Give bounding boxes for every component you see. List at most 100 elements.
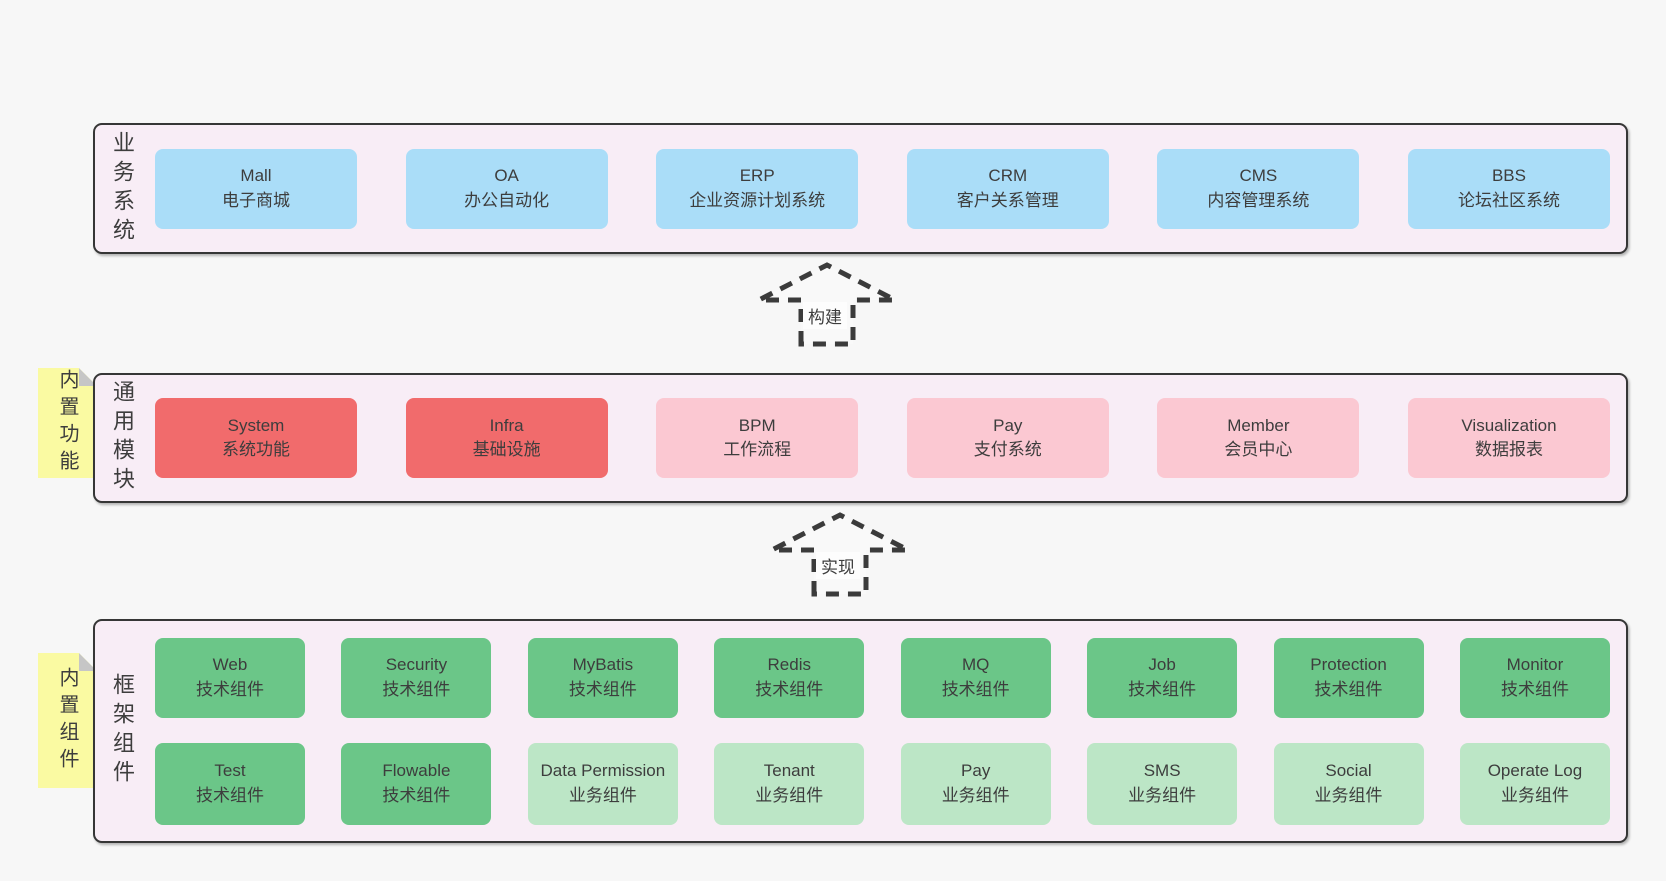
box-subtitle: 业务组件 [568, 785, 637, 805]
box-subtitle: 内容管理系统 [1207, 190, 1310, 210]
box-title: Mall [240, 166, 272, 186]
band-business-systems: 业务系统 Mall 电子商城 OA 办公自动化 ERP 企业资源计划系统 CRM… [93, 123, 1628, 254]
box-mybatis: MyBatis 技术组件 [527, 637, 678, 718]
sticky-label: 内置组件 [56, 666, 78, 775]
arrow-label-implement: 实现 [816, 552, 860, 579]
box-title: BPM [738, 415, 776, 435]
box-bbs: BBS 论坛社区系统 [1407, 148, 1610, 229]
box-protection: Protection 技术组件 [1273, 637, 1424, 718]
box-title: Operate Log [1487, 761, 1583, 781]
box-erp: ERP 企业资源计划系统 [656, 148, 859, 229]
box-subtitle: 技术组件 [382, 785, 451, 805]
band-label-common-modules: 通用模块 [110, 380, 135, 496]
box-title: CRM [988, 166, 1028, 186]
box-tenant: Tenant 业务组件 [714, 742, 865, 825]
box-title: Visualization [1461, 415, 1557, 435]
box-title: Job [1148, 655, 1176, 675]
box-cms: CMS 内容管理系统 [1157, 148, 1360, 229]
box-title: BBS [1491, 166, 1526, 186]
box-title: Pay [993, 415, 1023, 435]
box-test: Test 技术组件 [155, 742, 305, 825]
box-subtitle: 技术组件 [1500, 679, 1569, 699]
box-title: Test [214, 761, 246, 781]
sticky-label: 内置功能 [56, 369, 78, 477]
box-subtitle: 技术组件 [382, 679, 451, 699]
box-subtitle: 技术组件 [755, 679, 824, 699]
box-title: Security [385, 655, 448, 675]
box-mall: Mall 电子商城 [155, 148, 357, 229]
box-data-permission: Data Permission 业务组件 [527, 742, 678, 825]
box-redis: Redis 技术组件 [714, 637, 865, 718]
box-infra: Infra 基础设施 [405, 398, 608, 478]
box-job: Job 技术组件 [1087, 637, 1238, 718]
box-mq: MQ 技术组件 [900, 637, 1051, 718]
box-social: Social 业务组件 [1273, 742, 1424, 825]
component-row-technical: Web 技术组件 Security 技术组件 MyBatis 技术组件 Redi… [155, 637, 1610, 718]
box-title: Redis [767, 655, 811, 675]
box-title: ERP [739, 166, 775, 186]
box-subtitle: 企业资源计划系统 [689, 190, 826, 210]
box-title: SMS [1143, 761, 1181, 781]
box-subtitle: 系统功能 [222, 440, 290, 459]
box-subtitle: 技术组件 [568, 679, 637, 699]
box-subtitle: 业务组件 [1500, 785, 1569, 805]
box-title: Flowable [382, 761, 451, 781]
box-title: MyBatis [572, 655, 634, 675]
box-subtitle: 技术组件 [941, 679, 1010, 699]
box-title: Protection [1310, 655, 1387, 675]
box-title: Pay [961, 761, 991, 781]
box-subtitle: 技术组件 [196, 679, 264, 699]
box-crm: CRM 客户关系管理 [906, 148, 1109, 229]
box-pay-component: Pay 业务组件 [900, 742, 1051, 825]
box-title: OA [494, 166, 519, 186]
box-subtitle: 数据报表 [1474, 440, 1543, 459]
box-subtitle: 业务组件 [1128, 785, 1197, 805]
box-title: Member [1227, 415, 1290, 435]
box-subtitle: 论坛社区系统 [1457, 190, 1560, 210]
arrow-label-build: 构建 [803, 302, 847, 329]
box-bpm: BPM 工作流程 [656, 398, 859, 478]
box-title: Web [212, 655, 248, 675]
box-subtitle: 工作流程 [723, 440, 792, 459]
box-title: MQ [961, 655, 990, 675]
box-title: System [227, 415, 285, 435]
box-title: Monitor [1506, 655, 1564, 675]
box-subtitle: 业务组件 [1314, 785, 1383, 805]
box-title: CMS [1239, 166, 1278, 186]
box-system: System 系统功能 [155, 398, 357, 478]
sticky-note-built-in-components: 内置组件 [38, 653, 97, 788]
box-security: Security 技术组件 [341, 637, 492, 718]
box-title: Tenant [763, 761, 815, 781]
box-monitor: Monitor 技术组件 [1459, 637, 1610, 718]
box-subtitle: 技术组件 [1128, 679, 1197, 699]
box-subtitle: 技术组件 [1314, 679, 1383, 699]
box-oa: OA 办公自动化 [405, 148, 608, 229]
band-content: System 系统功能 Infra 基础设施 BPM 工作流程 Pay 支付系统… [155, 375, 1610, 501]
box-subtitle: 会员中心 [1224, 440, 1293, 459]
band-content: Mall 电子商城 OA 办公自动化 ERP 企业资源计划系统 CRM 客户关系… [155, 125, 1610, 252]
component-row-business: Test 技术组件 Flowable 技术组件 Data Permission … [155, 742, 1610, 825]
box-subtitle: 客户关系管理 [956, 190, 1059, 210]
box-pay-system: Pay 支付系统 [906, 398, 1109, 478]
box-sms: SMS 业务组件 [1087, 742, 1238, 825]
box-title: Social [1325, 761, 1372, 781]
box-visualization: Visualization 数据报表 [1407, 398, 1610, 478]
box-subtitle: 技术组件 [196, 785, 264, 805]
band-framework-components: 框架组件 Web 技术组件 Security 技术组件 MyBatis 技术组件… [93, 619, 1628, 843]
band-label-business-systems: 业务系统 [110, 130, 135, 247]
box-title: Infra [489, 415, 524, 435]
box-subtitle: 基础设施 [472, 440, 541, 459]
box-web: Web 技术组件 [155, 637, 305, 718]
box-title: Data Permission [540, 761, 666, 781]
box-member: Member 会员中心 [1157, 398, 1360, 478]
band-content: Web 技术组件 Security 技术组件 MyBatis 技术组件 Redi… [155, 621, 1610, 841]
band-common-modules: 通用模块 System 系统功能 Infra 基础设施 BPM 工作流程 Pay… [93, 373, 1628, 503]
band-label-framework-components: 框架组件 [110, 673, 135, 789]
box-flowable: Flowable 技术组件 [341, 742, 492, 825]
box-subtitle: 支付系统 [973, 440, 1042, 459]
sticky-note-built-in-features: 内置功能 [38, 368, 97, 478]
box-operate-log: Operate Log 业务组件 [1459, 742, 1610, 825]
box-subtitle: 办公自动化 [464, 190, 550, 210]
box-subtitle: 业务组件 [755, 785, 824, 805]
